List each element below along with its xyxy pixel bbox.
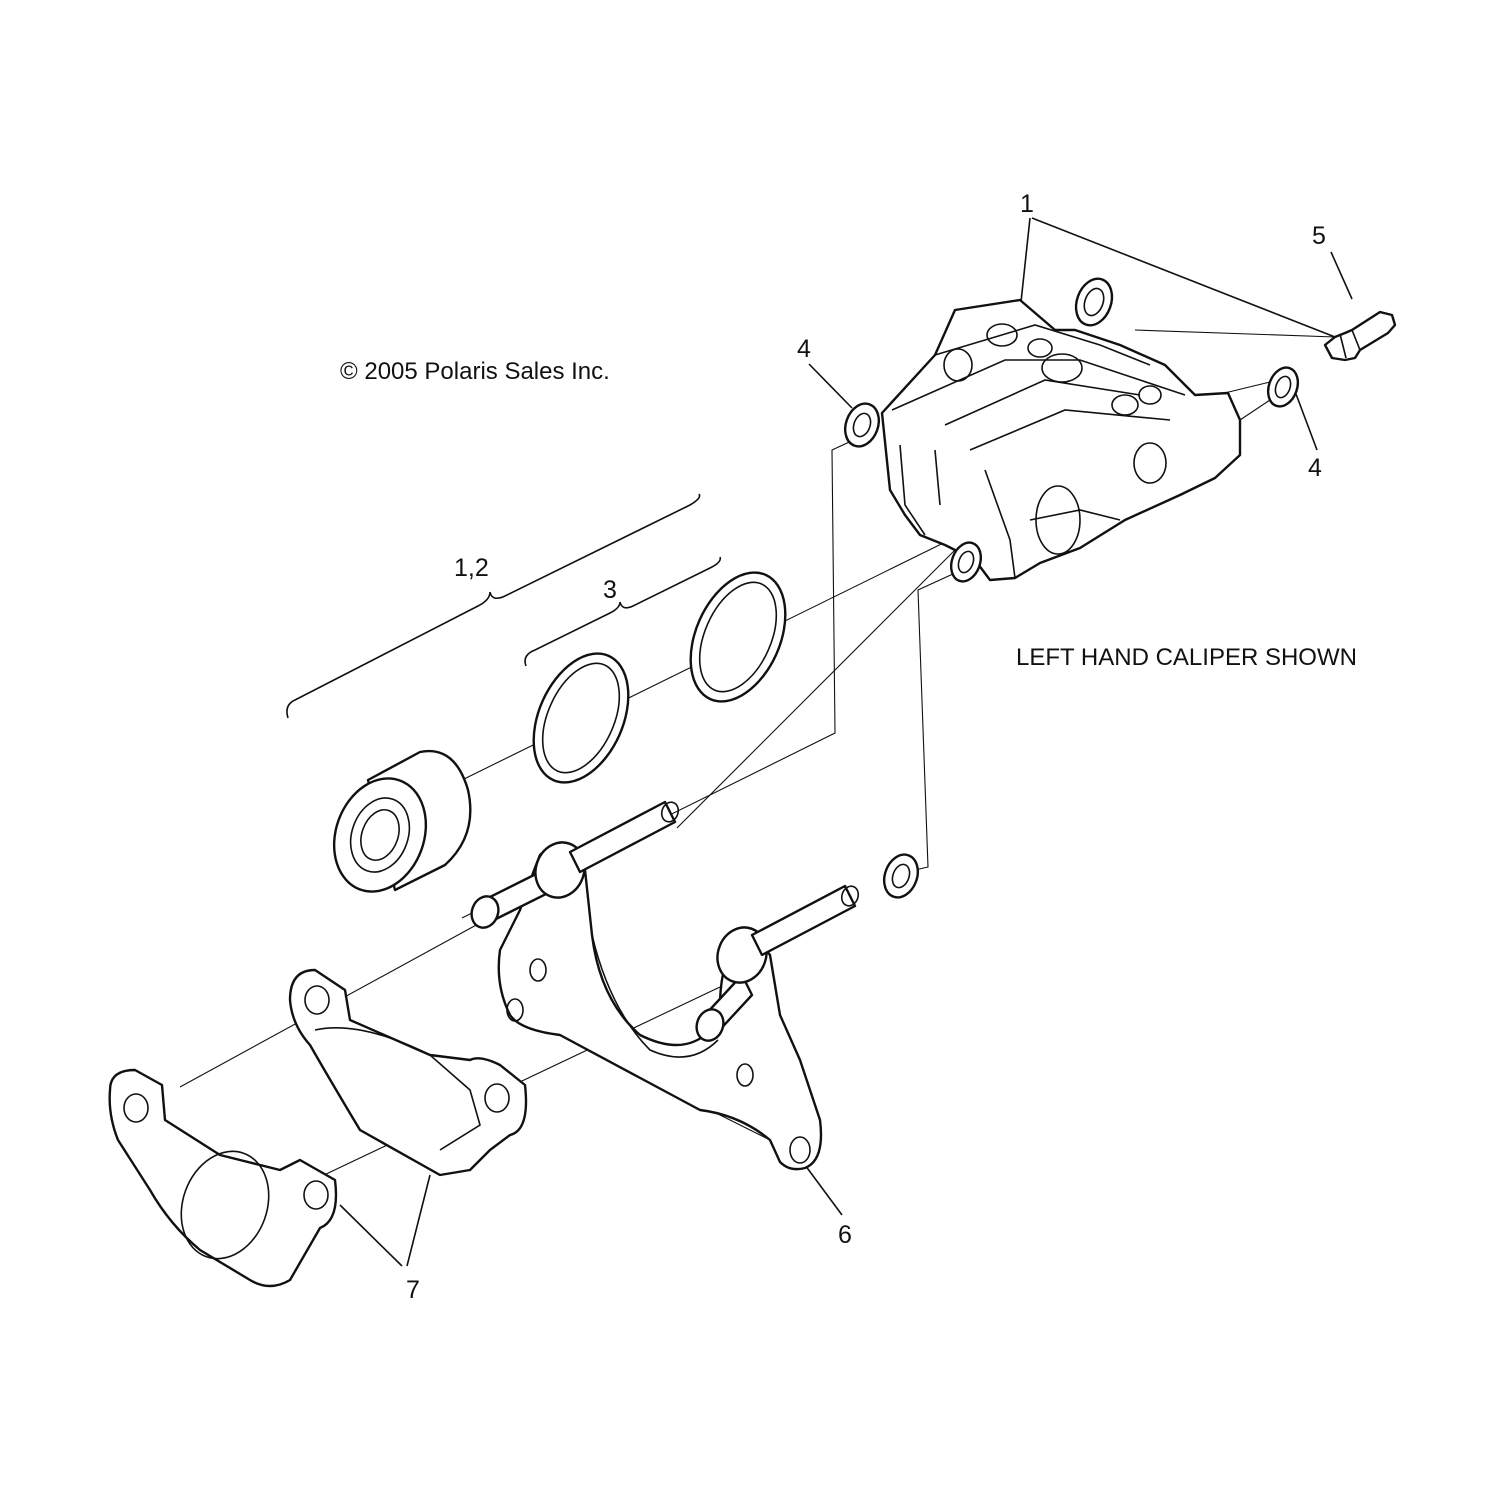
callout-3: 3 xyxy=(603,576,617,604)
callout-1: 1 xyxy=(1020,190,1034,218)
callout-4-left: 4 xyxy=(797,335,811,363)
caliper-note: LEFT HAND CALIPER SHOWN xyxy=(1016,644,1357,671)
callout-5: 5 xyxy=(1312,222,1326,250)
callout-6: 6 xyxy=(838,1221,852,1249)
leader-lines xyxy=(339,217,1353,1267)
callout-1-2: 1,2 xyxy=(454,554,489,582)
copyright-text: © 2005 Polaris Sales Inc. xyxy=(340,358,610,385)
brake-pads xyxy=(108,968,528,1288)
callout-4-right: 4 xyxy=(1308,454,1322,482)
caliper-piston xyxy=(332,749,472,893)
caliper-bracket xyxy=(470,800,860,1171)
piston-seals xyxy=(532,571,787,784)
callout-7: 7 xyxy=(406,1276,420,1304)
washers xyxy=(843,277,1300,899)
caliper-body xyxy=(880,298,1242,582)
bleeder-screw xyxy=(1323,310,1397,362)
brace-lines xyxy=(286,493,722,719)
